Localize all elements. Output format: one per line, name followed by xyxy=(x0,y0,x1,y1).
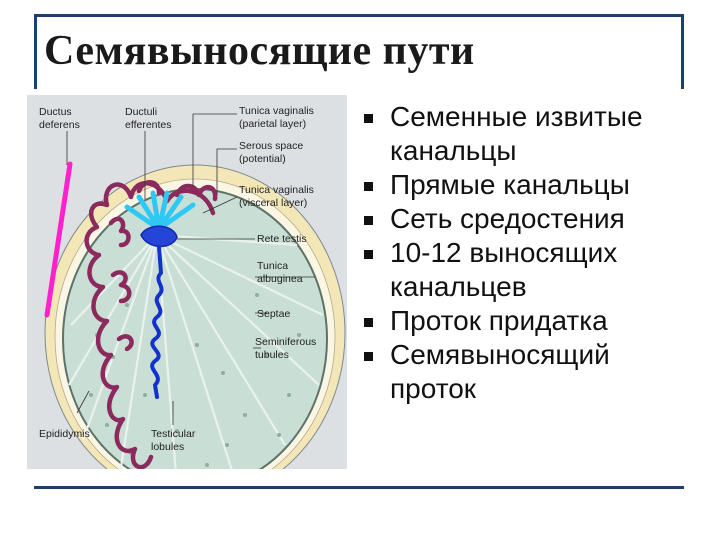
frame-right-line xyxy=(681,14,684,89)
label-rete-testis: Rete testis xyxy=(257,233,307,245)
label-serous-space: Serous space(potential) xyxy=(239,140,303,165)
bullet-line: канальцы xyxy=(390,135,517,166)
label-tunica-vaginalis-parietal: Tunica vaginalis(parietal layer) xyxy=(239,105,314,130)
bullet-line: Проток придатка xyxy=(390,305,608,336)
bullet-line: 10-12 выносящих xyxy=(390,237,618,268)
epididymis xyxy=(84,180,218,469)
frame-bottom-line xyxy=(34,486,684,489)
bullet-line: проток xyxy=(390,373,477,404)
square-bullet-icon xyxy=(364,182,373,191)
seminiferous-tubules-texture xyxy=(89,293,301,467)
bullet-item: Сеть средостения xyxy=(360,202,690,236)
square-bullet-icon xyxy=(364,114,373,123)
frame-left-line xyxy=(34,14,37,89)
bullet-line: Прямые канальцы xyxy=(390,169,630,200)
bullet-line: Семявыносящий xyxy=(390,339,610,370)
bullet-item: Проток придатка xyxy=(360,304,690,338)
leader-lines xyxy=(66,113,315,425)
square-bullet-icon xyxy=(364,318,373,327)
label-septae: Septae xyxy=(257,308,290,320)
bullet-item: Прямые канальцы xyxy=(360,168,690,202)
label-tunica-vaginalis-visceral: Tunica vaginalis(visceral layer) xyxy=(239,184,314,209)
square-bullet-icon xyxy=(364,216,373,225)
rete-testis xyxy=(140,225,178,248)
ductuli-efferentes xyxy=(124,190,196,232)
straight-tubule-path xyxy=(150,245,164,399)
ductus-deferens xyxy=(44,161,73,318)
bullet-line: канальцев xyxy=(390,271,527,302)
square-bullet-icon xyxy=(364,352,373,361)
label-epididymis: Epididymis xyxy=(39,428,90,440)
square-bullet-icon xyxy=(364,250,373,259)
slide-title: Семявыносящие пути xyxy=(44,28,475,74)
bullet-line: Семенные извитые xyxy=(390,101,643,132)
frame-top-line xyxy=(34,14,684,17)
bullet-line: Сеть средостения xyxy=(390,203,625,234)
